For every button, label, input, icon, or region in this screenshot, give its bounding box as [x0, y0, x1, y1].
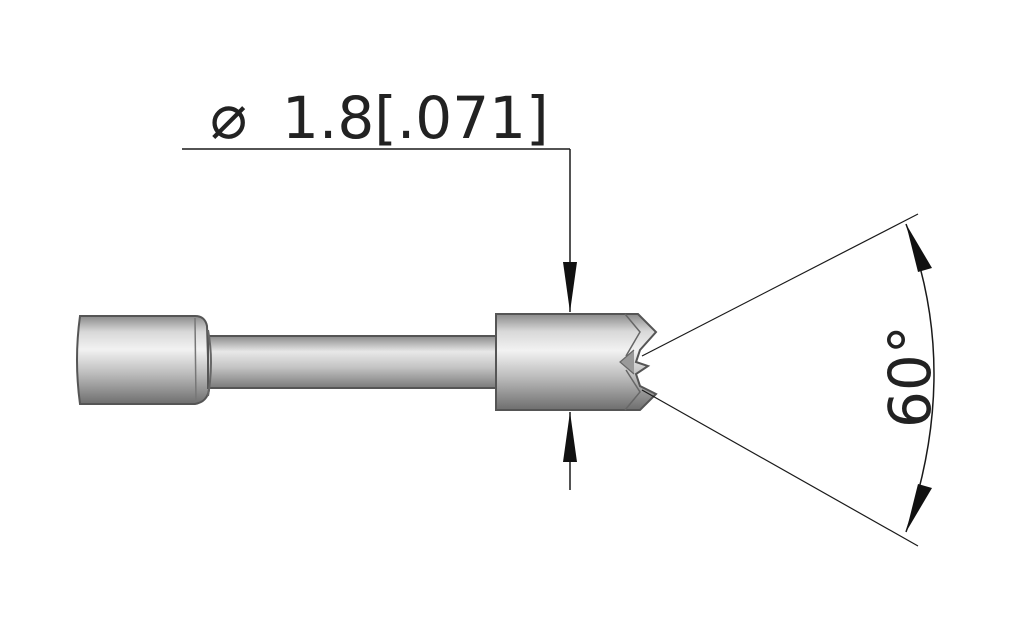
- arrow-angle-bottom-icon: [906, 484, 932, 532]
- shank-large: [76, 315, 211, 405]
- crown-tip: [495, 313, 658, 411]
- arrow-down-icon: [563, 262, 577, 312]
- arrow-up-icon: [563, 412, 577, 462]
- arrow-angle-top-icon: [906, 224, 932, 272]
- diameter-label: 1.8[.071]: [282, 84, 549, 152]
- angle-dimension: 60°: [641, 213, 944, 547]
- shaft-thin: [207, 329, 499, 397]
- diameter-dimension: ⌀ 1.8[.071]: [182, 80, 577, 490]
- diameter-symbol: ⌀: [210, 80, 247, 153]
- angle-label: 60°: [876, 325, 944, 428]
